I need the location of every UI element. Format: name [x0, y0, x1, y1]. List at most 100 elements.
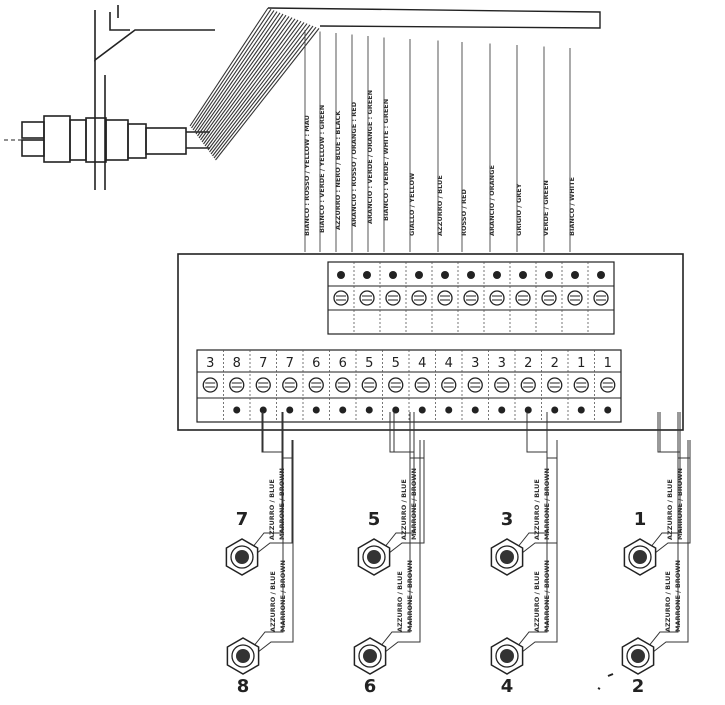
screw-slot [311, 382, 322, 388]
sensor-lead [389, 412, 411, 453]
terminal-screw [520, 377, 536, 393]
sensor-number: 5 [368, 509, 381, 530]
terminal-pin [519, 271, 527, 279]
screw-slot [470, 382, 481, 388]
terminal-screw [467, 377, 483, 393]
sensor-core [363, 649, 377, 663]
terminal-pin [441, 271, 449, 279]
upper-wire-label: AZZURRO / BLUE [436, 175, 444, 236]
sensor-core [236, 649, 250, 663]
sensor: 2 [621, 637, 655, 697]
sensor-ring [495, 644, 519, 668]
terminal-screw [547, 377, 563, 393]
terminal-number: 3 [471, 356, 479, 371]
sensor-wire-label: MARRONE / BROWN [674, 560, 682, 632]
sensor-core [633, 550, 647, 564]
terminal-pin [286, 406, 294, 414]
terminal-screw [282, 377, 298, 393]
terminal-number: 2 [524, 356, 532, 371]
sensor-ring [362, 545, 386, 569]
sensor-lead [659, 412, 681, 453]
stray-mark [607, 673, 614, 677]
terminal-pin [418, 406, 426, 414]
sensor-ring [495, 545, 519, 569]
terminal-screw [567, 290, 583, 306]
upper-wire-label: BIANCO / WHITE [568, 177, 576, 236]
terminal-pin [467, 271, 475, 279]
screw-slot [576, 382, 587, 388]
sensor-lead [409, 412, 421, 459]
terminal-screw [335, 377, 351, 393]
sensor-lead [393, 412, 415, 453]
sensor-wire-label: MARRONE / BROWN [406, 560, 414, 632]
sensor: 6 [353, 637, 387, 697]
sensor-number: 8 [237, 676, 250, 697]
terminal-pin [415, 271, 423, 279]
terminal-screw [494, 377, 510, 393]
terminal-screw [255, 377, 271, 393]
sensor-lead [512, 440, 558, 660]
terminal-pin [524, 406, 532, 414]
screw-slot [544, 295, 554, 301]
sensor-wire-label: AZZURRO / BLUE [533, 479, 541, 540]
screw-slot [466, 295, 476, 301]
screw-slot [596, 295, 606, 301]
terminal-pin [471, 406, 479, 414]
sensor-wire-label: AZZURRO / BLUE [400, 479, 408, 540]
sensor-lead [657, 412, 679, 453]
sensor-number: 1 [634, 509, 647, 530]
upper-terminal-strip [327, 261, 615, 335]
terminal-pin [389, 271, 397, 279]
sensor-wire-label: AZZURRO / BLUE [664, 571, 672, 632]
sensor-lead [379, 440, 425, 561]
terminal-screw [388, 377, 404, 393]
sensor-core [500, 550, 514, 564]
sensor-lead [282, 412, 294, 459]
terminal-number: 2 [551, 356, 559, 371]
sensor-ring [231, 644, 255, 668]
sensor-lead [546, 412, 558, 459]
sensor-lead [375, 440, 411, 653]
sensor-wire-label: AZZURRO / BLUE [396, 571, 404, 632]
terminal-pin [604, 406, 612, 414]
stray-mark [597, 687, 601, 690]
terminal-pin [339, 406, 347, 414]
upper-strip-rows [328, 285, 614, 311]
terminal-pin [259, 406, 267, 414]
terminal-number: 6 [312, 356, 320, 371]
connector-assembly [4, 5, 215, 190]
sensor-lead [247, 440, 283, 554]
screw-slot [258, 382, 269, 388]
sensor-lead [526, 412, 548, 453]
terminal-pin [597, 271, 605, 279]
bundle-wire [197, 13, 284, 137]
terminal-screw [385, 290, 401, 306]
screw-slot [388, 295, 398, 301]
bundle-wire [200, 16, 290, 141]
screw-slot [492, 295, 502, 301]
terminal-number: 4 [418, 356, 426, 371]
screw-slot [284, 382, 295, 388]
terminal-screw [541, 290, 557, 306]
bundle-wire [203, 18, 296, 145]
sensor-lead [375, 440, 421, 660]
terminal-pin [363, 271, 371, 279]
terminal-number: 3 [206, 356, 214, 371]
terminal-pin [545, 271, 553, 279]
terminal-screw [593, 290, 609, 306]
terminal-screw [600, 377, 616, 393]
bundle-wire [198, 14, 287, 139]
sensor-core [235, 550, 249, 564]
sensor-ring [230, 545, 254, 569]
sensor-number: 2 [632, 676, 645, 697]
upper-wire-label: GRIGIO / GREY [515, 183, 523, 236]
terminal-pin [337, 271, 345, 279]
upper-wire-label: ARANCIO / ORANGE [488, 165, 496, 236]
terminal-block-frame [177, 253, 684, 431]
terminal-screw [573, 377, 589, 393]
terminal-screw [333, 290, 349, 306]
sensor-lead [261, 412, 283, 453]
